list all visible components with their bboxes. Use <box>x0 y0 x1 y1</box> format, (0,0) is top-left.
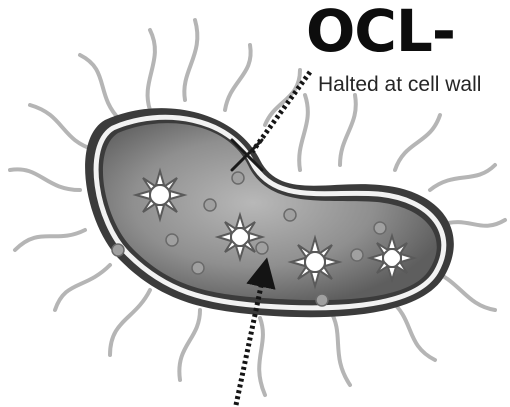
ion-label: OCL- <box>306 2 455 60</box>
halted-caption: Halted at cell wall <box>318 74 481 95</box>
bacterium-icon <box>85 108 454 317</box>
